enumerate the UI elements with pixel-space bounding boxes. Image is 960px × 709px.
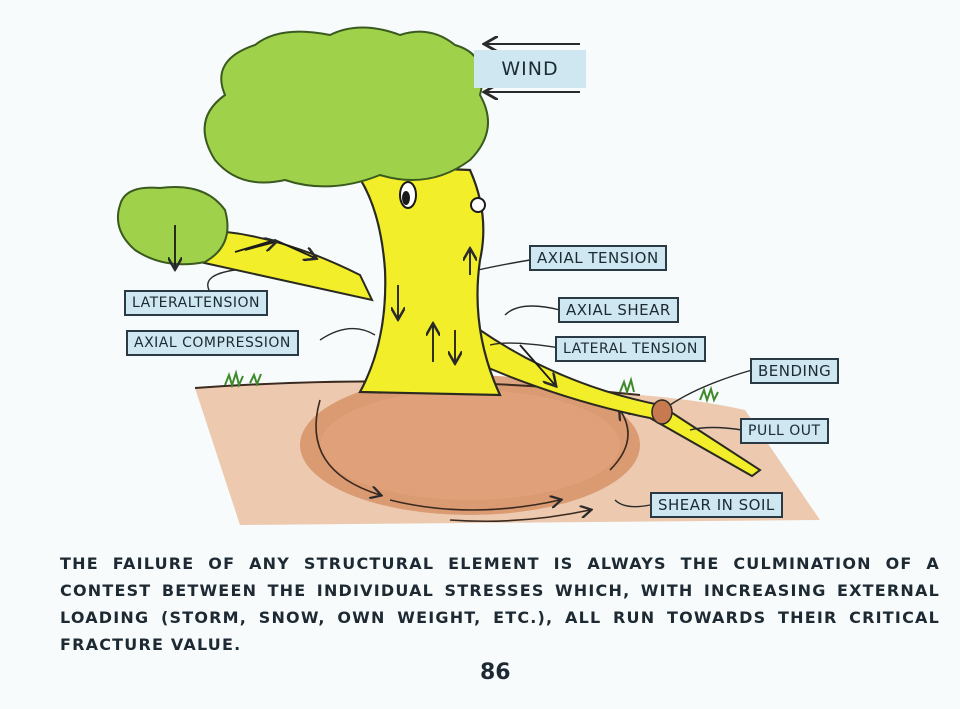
wind-arrows (486, 44, 580, 92)
label-pull-out: PULL OUT (740, 418, 829, 444)
page-number: 86 (480, 660, 511, 685)
soil-shear-arrows (315, 399, 628, 523)
label-bending: BENDING (750, 358, 840, 384)
wind-label: WIND (474, 50, 586, 88)
label-lateral-tension-left: LATERALTENSION (124, 290, 268, 316)
label-lateral-tension-right: LATERAL TENSION (555, 336, 706, 362)
label-axial-tension: AXIAL TENSION (529, 245, 667, 271)
label-shear-in-soil: SHEAR IN SOIL (650, 492, 783, 518)
label-axial-shear: AXIAL SHEAR (558, 297, 679, 323)
left-branch (193, 228, 374, 302)
caption-text: THE FAILURE OF ANY STRUCTURAL ELEMENT IS… (60, 554, 940, 654)
left-canopy (116, 186, 229, 266)
trunk (347, 163, 502, 397)
grass (224, 369, 719, 404)
stress-arrows (175, 225, 555, 385)
label-axial-compression: AXIAL COMPRESSION (126, 330, 299, 356)
canopy (203, 26, 489, 188)
leader-lines (207, 259, 753, 508)
